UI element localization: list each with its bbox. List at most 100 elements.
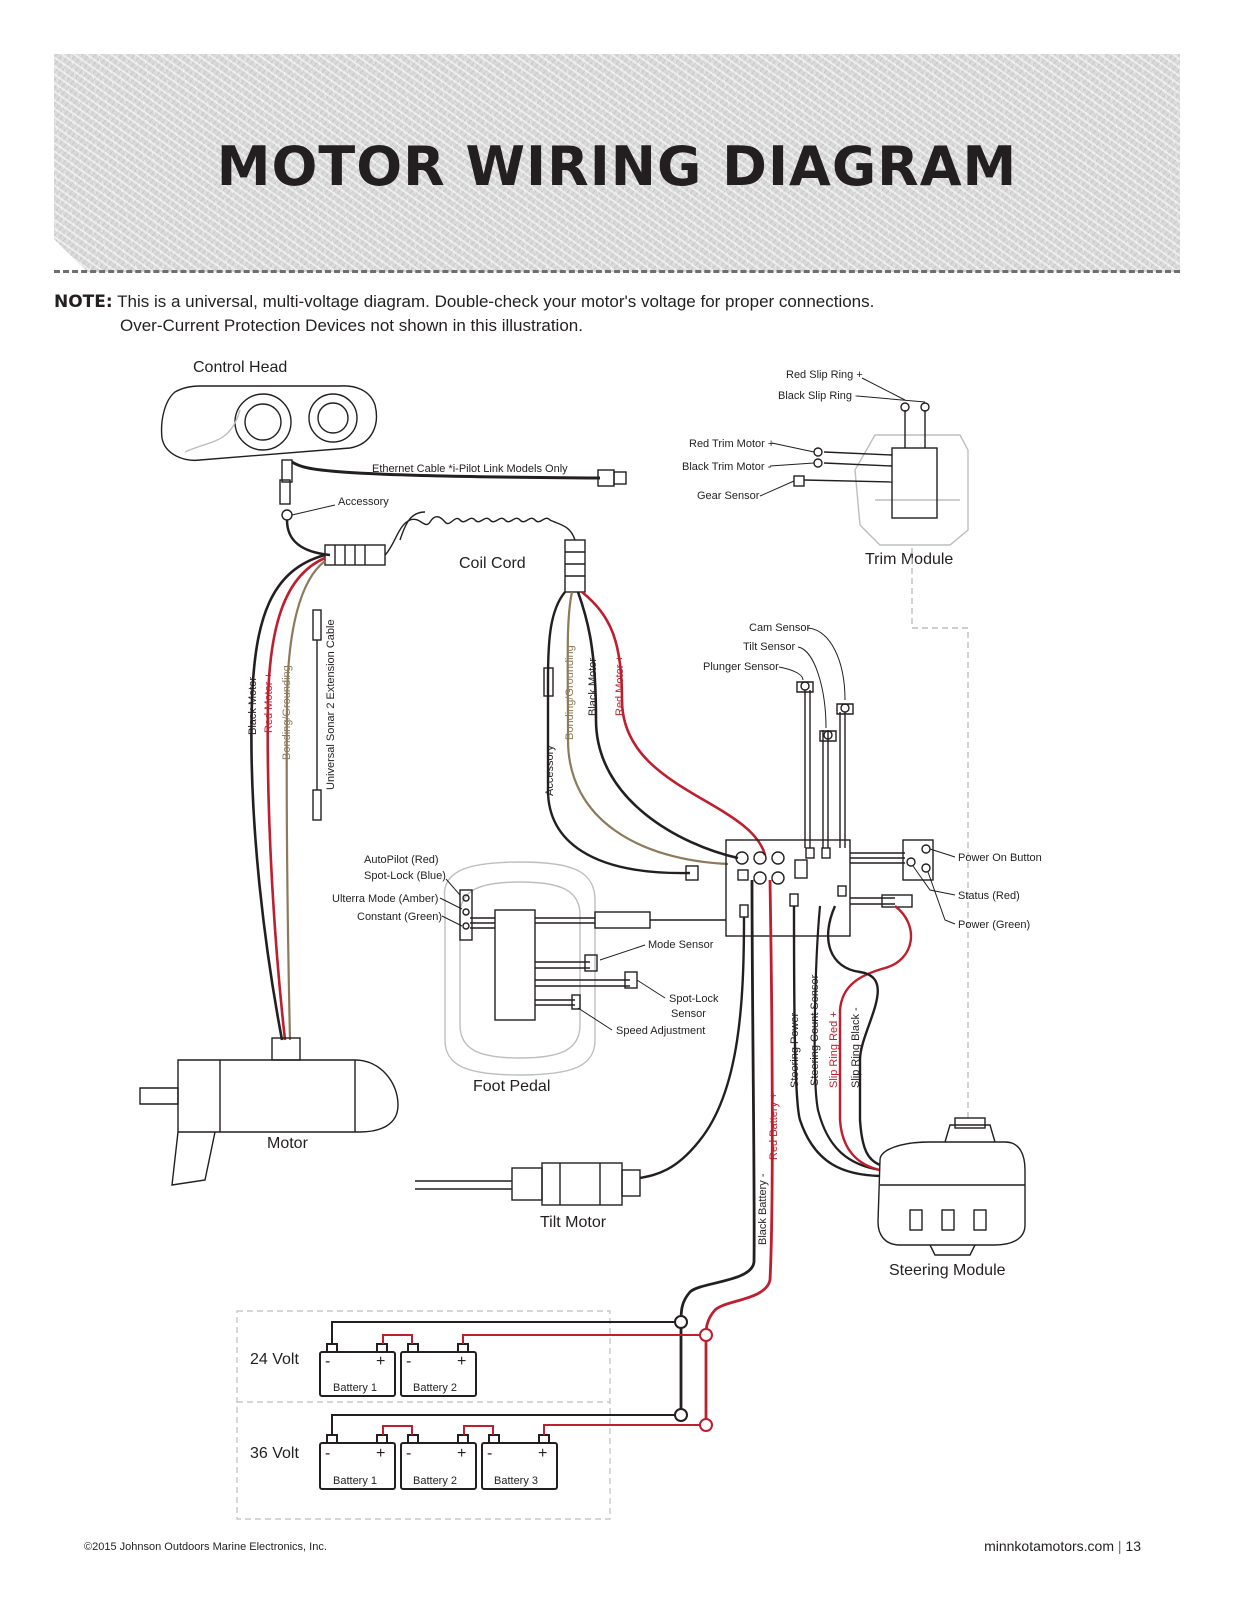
tilt-motor-label: Tilt Motor — [540, 1214, 607, 1231]
ethernet-connector — [597, 469, 627, 487]
foot-pedal-device — [443, 861, 596, 1076]
sensor-leads — [796, 681, 905, 864]
ethernet-cable-label: Ethernet Cable *i-Pilot Link Models Only — [372, 463, 568, 475]
black-motor-wire-right — [576, 591, 739, 860]
power-on-button-label: Power On Button — [958, 852, 1042, 864]
trim-module-device — [854, 434, 969, 546]
red-motor-wire-left — [266, 556, 326, 1041]
page-number: 13 — [1125, 1538, 1141, 1554]
slip-ring-black-wire — [826, 905, 881, 1167]
trim-module-label: Trim Module — [865, 551, 953, 568]
note-line-2: Over-Current Protection Devices not show… — [120, 316, 583, 335]
autopilot-label: AutoPilot (Red) — [364, 854, 439, 866]
battery-36v-1-label: Battery 1 — [333, 1475, 377, 1487]
footer-right: minnkotamotors.com | 13 — [984, 1538, 1141, 1554]
foot-pedal-label: Foot Pedal — [473, 1078, 550, 1095]
battery-24v-1-minus: - — [325, 1353, 330, 1370]
tilt-motor-device — [415, 1162, 641, 1206]
black-slip-ring-label: Black Slip Ring - — [778, 390, 859, 402]
note-line-1: NOTE: This is a universal, multi-voltage… — [54, 288, 874, 316]
bonding-wire-right — [566, 591, 729, 866]
bonding-label-left: Bonding/Grounding — [281, 665, 293, 760]
note-label: NOTE: — [54, 292, 113, 312]
battery-24v-1-plus: + — [376, 1353, 385, 1370]
spot-lock-sensor-label-1: Spot-Lock — [669, 993, 719, 1005]
note-text-1: This is a universal, multi-voltage diagr… — [117, 292, 875, 311]
cam-sensor-label: Cam Sensor — [749, 622, 810, 634]
battery-24v-2-minus: - — [406, 1353, 411, 1370]
black-motor-label-left: Black Motor - — [247, 670, 259, 735]
plunger-sensor-label: Plunger Sensor — [703, 661, 779, 673]
battery-36v-3-plus: + — [538, 1445, 547, 1462]
black-motor-wire-left — [250, 553, 326, 1041]
spot-lock-sensor-label-2: Sensor — [671, 1008, 706, 1020]
battery-36v-label: 36 Volt — [250, 1445, 299, 1462]
accessory-vertical-label: Accessory — [544, 745, 556, 796]
page-title: MOTOR WIRING DIAGRAM — [216, 135, 1018, 198]
mode-sensor-label: Mode Sensor — [648, 939, 714, 951]
black-motor-label-right: Black Motor - — [587, 651, 599, 716]
battery-36v-1-minus: - — [325, 1445, 330, 1462]
battery-36v-2-plus: + — [457, 1445, 466, 1462]
battery-24v-label: 24 Volt — [250, 1351, 299, 1368]
accessory-wire-right — [546, 591, 691, 875]
steering-power-label: Steering Power — [789, 1012, 801, 1088]
slip-ring-red-wire — [838, 905, 913, 1172]
speed-adjustment-label: Speed Adjustment — [616, 1025, 705, 1037]
footer-copyright: ©2015 Johnson Outdoors Marine Electronic… — [84, 1541, 327, 1553]
steering-count-wire — [813, 905, 881, 1172]
constant-green-label: Constant (Green) — [357, 911, 442, 923]
battery-36v-3-minus: - — [487, 1445, 492, 1462]
black-trim-motor-label: Black Trim Motor - — [682, 461, 772, 473]
dashed-divider — [54, 270, 1180, 273]
accessory-label: Accessory — [338, 496, 389, 508]
slip-ring-black-label: Slip Ring Black - — [850, 1007, 862, 1088]
battery-24v-2-plus: + — [457, 1353, 466, 1370]
red-motor-label-left: Red Motor + — [263, 672, 275, 733]
bonding-label-right: Bonding/Grounding — [564, 645, 576, 740]
black-battery-wire — [679, 879, 756, 1415]
red-motor-label-right: Red Motor + — [614, 655, 626, 716]
bonding-wire-left — [285, 560, 326, 1041]
red-motor-wire-right — [581, 590, 767, 856]
steering-module-label: Steering Module — [889, 1262, 1006, 1279]
steering-power-wire — [792, 905, 881, 1178]
motor-device — [139, 1037, 399, 1186]
foot-pedal-module — [459, 889, 726, 1021]
battery-36v-1 — [319, 1434, 396, 1490]
universal-sonar-cable — [312, 609, 322, 821]
battery-24v-1-label: Battery 1 — [333, 1382, 377, 1394]
gear-sensor-label: Gear Sensor — [697, 490, 760, 502]
power-button-panel — [850, 839, 934, 908]
battery-24v-2-label: Battery 2 — [413, 1382, 457, 1394]
battery-36v-1-plus: + — [376, 1445, 385, 1462]
trim-module-box — [793, 402, 938, 519]
ethernet-cable — [291, 460, 601, 480]
motor-label: Motor — [267, 1135, 309, 1152]
trim-to-steering-dashed-link — [911, 548, 969, 1120]
red-slip-ring-label: Red Slip Ring + — [786, 369, 863, 381]
footer-site: minnkotamotors.com — [984, 1538, 1114, 1554]
red-trim-motor-label: Red Trim Motor + — [689, 438, 774, 450]
battery-36v-2-label: Battery 2 — [413, 1475, 457, 1487]
coil-cord-label: Coil Cord — [459, 555, 526, 572]
control-head-label: Control Head — [193, 359, 287, 376]
red-battery-label: Red Battery + — [768, 1092, 780, 1160]
tilt-sensor-label: Tilt Sensor — [743, 641, 796, 653]
steering-module-device — [877, 1117, 1026, 1256]
status-red-label: Status (Red) — [958, 890, 1020, 902]
accessory-connector — [279, 479, 293, 521]
battery-36v-2-minus: - — [406, 1445, 411, 1462]
universal-sonar-label: Universal Sonar 2 Extension Cable — [325, 619, 337, 790]
battery-36v-3-label: Battery 3 — [494, 1475, 538, 1487]
control-head-device — [160, 385, 377, 483]
accessory-wire-connector — [543, 667, 699, 881]
black-battery-label: Black Battery - — [757, 1173, 769, 1245]
tilt-motor-wire — [639, 916, 746, 1180]
title-banner — [54, 54, 1180, 272]
coil-cord — [324, 511, 586, 593]
spot-lock-blue-label: Spot-Lock (Blue) — [364, 870, 446, 882]
slip-ring-red-label: Slip Ring Red + — [828, 1011, 840, 1088]
footer-separator: | — [1117, 1538, 1122, 1554]
